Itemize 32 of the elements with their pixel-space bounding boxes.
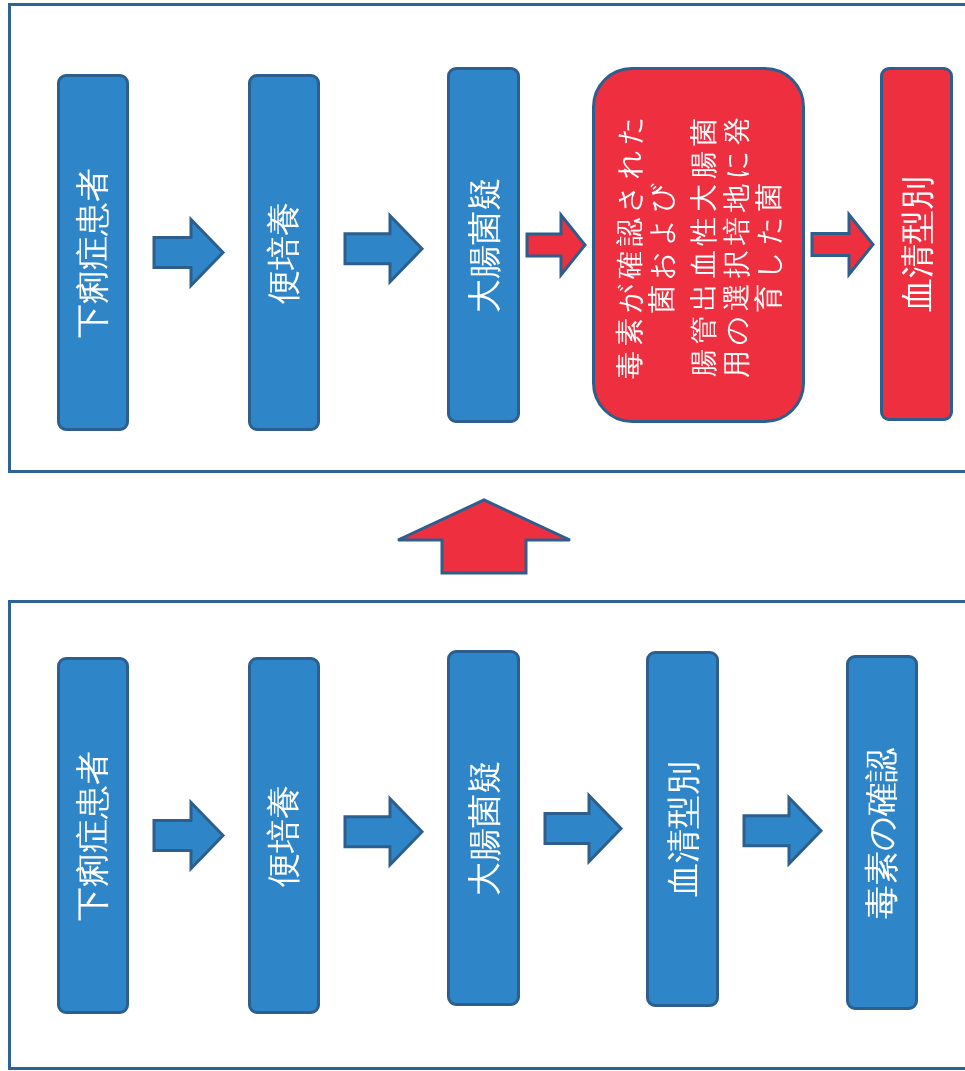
block-arrow xyxy=(343,795,425,869)
process-box xyxy=(447,650,520,1006)
process-box xyxy=(57,74,129,431)
step-label: 便培養 xyxy=(264,784,304,887)
step-label: 下痢症患者 xyxy=(73,167,113,338)
process-box xyxy=(846,655,918,1010)
step-label: 大腸菌疑 xyxy=(463,760,504,896)
process-box xyxy=(57,657,129,1014)
process-box xyxy=(447,67,520,423)
process-box xyxy=(646,651,719,1007)
process-box xyxy=(592,67,805,423)
process-box xyxy=(248,657,320,1014)
panel-frame xyxy=(8,600,965,1070)
step-label: 腸管出血性大腸菌用の選択培地に発育した菌 xyxy=(687,111,784,380)
block-arrow xyxy=(343,212,425,286)
panel-frame xyxy=(8,3,965,473)
process-box xyxy=(248,74,320,431)
step-label: 下痢症患者 xyxy=(73,750,113,921)
block-arrow xyxy=(525,210,587,280)
step-label: 便培養 xyxy=(264,201,304,304)
block-arrow xyxy=(152,215,226,290)
step-label: 毒素の確認 xyxy=(862,747,902,918)
step-label: 血清型別 xyxy=(662,761,703,897)
block-arrow xyxy=(396,498,572,575)
block-arrow xyxy=(810,210,875,279)
step-label: 大腸菌疑 xyxy=(463,177,504,313)
block-arrow xyxy=(543,791,624,866)
process-box xyxy=(880,67,953,421)
step-label: 血清型別 xyxy=(896,176,937,312)
step-label: 毒素が確認された菌および xyxy=(613,110,678,381)
block-arrow xyxy=(152,798,226,873)
block-arrow xyxy=(742,794,824,868)
